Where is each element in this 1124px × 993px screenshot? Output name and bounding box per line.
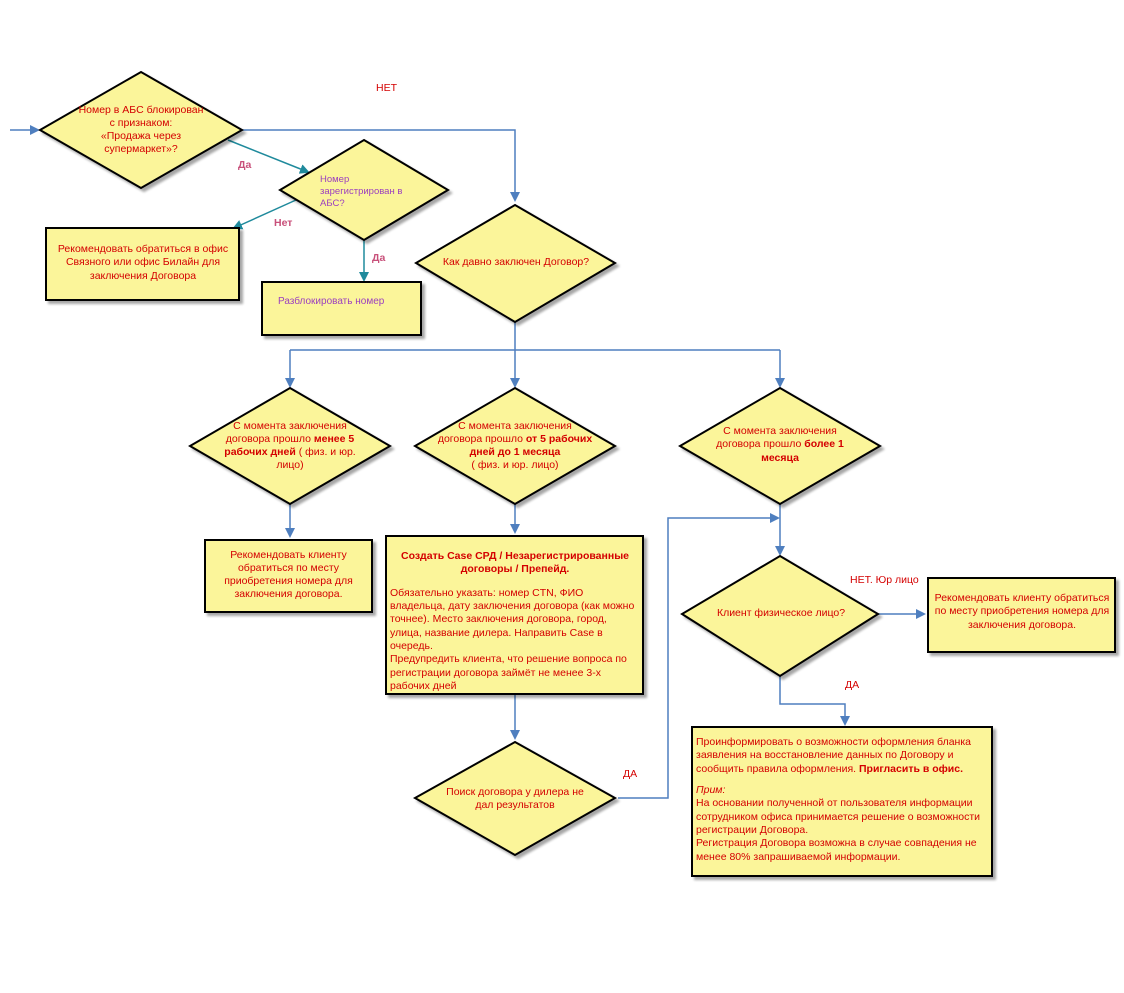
decision-blocked: [37, 70, 245, 190]
text-part: договора прошло: [716, 438, 805, 451]
decision-blocked-text: Номер в АБС блокирован с признаком: «Про…: [70, 100, 212, 160]
box-recommend-place2: [927, 577, 1116, 653]
decision-less5-text: С момента заключения договора прошло мен…: [210, 416, 370, 476]
text-line: по месту приобретения номера для: [934, 605, 1110, 618]
label-net-2: Нет: [274, 217, 293, 229]
label-net-jur: НЕТ. Юр лицо: [850, 574, 919, 586]
text-line: Связного или офис Билайн для: [65, 256, 221, 269]
text-part: ( физ. и юр.: [295, 446, 356, 458]
decision-over1m: [678, 386, 882, 506]
box-recommend-office: [45, 227, 240, 301]
text-line: ( физ. и юр. лицо): [471, 459, 559, 472]
decision-over1m-text: С момента заключения договора прошло бол…: [700, 422, 860, 468]
text-line: Рекомендовать обратиться в офис: [57, 243, 229, 256]
text-line: дал результатов: [475, 799, 555, 811]
label-da-1: Да: [238, 159, 252, 171]
text-line: Номер в АБС блокирован: [78, 103, 204, 116]
label-da-phys: ДА: [845, 679, 860, 691]
shapes: [37, 70, 1116, 877]
text-bold: более 1: [804, 438, 844, 451]
text-line: Разблокировать номер: [278, 295, 385, 307]
text-line: АБС?: [320, 197, 345, 209]
text-line: обратиться по месту: [237, 561, 340, 574]
text-line: Рекомендовать клиенту: [230, 548, 347, 561]
box-inform: [691, 726, 993, 877]
box-inform-text: Проинформировать о возможности оформлени…: [696, 736, 988, 864]
box-recommend-place-text: Рекомендовать клиенту обратиться по мест…: [208, 544, 369, 606]
text-line: «Продажа через: [100, 130, 182, 142]
text-line: Как давно заключен Договор?: [442, 256, 590, 269]
text-line: С момента заключения: [458, 419, 572, 432]
connector-blocked-no: [242, 129, 520, 202]
text-line: супермаркет»?: [104, 143, 178, 156]
box-recommend-place: [204, 539, 373, 613]
connector-registered-no: [232, 199, 297, 230]
box-case: [385, 535, 644, 695]
label-da-dealer: ДА: [623, 768, 638, 780]
connector-howlong-branches: [290, 322, 780, 351]
decision-registered-text: Номер зарегистрирован в АБС?: [320, 172, 430, 212]
decision-5to30: [413, 386, 617, 506]
text-line: Клиент физическое лицо?: [716, 607, 846, 620]
text-line: заключения договора.: [967, 618, 1076, 631]
text-line: заключения договора.: [234, 588, 343, 601]
inform-bold: Пригласить в офис.: [858, 762, 964, 775]
connectors: [10, 125, 926, 799]
case-title: договоры / Препейд.: [460, 563, 570, 576]
case-paragraph: Обязательно указать: номер CTN, ФИО влад…: [390, 586, 635, 652]
decision-physical: [680, 554, 880, 678]
decision-how-long: [414, 203, 617, 324]
connector-blocked-yes: [227, 139, 310, 174]
text-line: заключения Договора: [89, 269, 197, 282]
text-bold: дней до 1 месяца: [469, 446, 561, 458]
box-recommend-office-text: Рекомендовать обратиться в офис Связного…: [50, 232, 236, 294]
box-case-text: Создать Case СРД / Незарегистрированные …: [390, 550, 640, 693]
text-bold: менее 5: [313, 432, 355, 445]
decision-dealer-text: Поиск договора у дилера не дал результат…: [438, 784, 592, 814]
decision-dealer: [412, 740, 618, 857]
text-line: Поиск договора у дилера не: [446, 785, 584, 798]
case-title: Создать Case СРД / Незарегистрированные: [400, 550, 630, 562]
case-paragraph: Предупредить клиента, что решение вопрос…: [390, 653, 627, 692]
text-bold: от 5 рабочих: [525, 432, 593, 445]
text-line: С момента заключения: [233, 419, 347, 432]
decision-physical-text: Клиент физическое лицо?: [708, 604, 854, 624]
decision-less5: [188, 386, 392, 506]
connector-physical-yes: [779, 676, 850, 726]
decision-5to30-text: С момента заключения договора прошло от …: [432, 416, 598, 476]
label-da-2: Да: [372, 252, 386, 264]
box-recommend-place2-text: Рекомендовать клиенту обратиться по мест…: [930, 584, 1114, 640]
decision-registered: [278, 138, 450, 242]
label-net-top: НЕТ: [376, 82, 397, 94]
inform-paragraph: На основании полученной от пользователя …: [696, 797, 981, 836]
text-line: лицо): [276, 459, 304, 472]
box-unblock: [261, 281, 422, 336]
inform-note-label: Прим:: [696, 783, 726, 796]
text-part: договора прошло: [437, 432, 526, 445]
inform-paragraph: Регистрация Договора возможна в случае с…: [696, 837, 977, 863]
box-unblock-text: Разблокировать номер: [278, 290, 418, 314]
decision-how-long-text: Как давно заключен Договор?: [430, 252, 602, 274]
text-line: Рекомендовать клиенту обратиться: [934, 592, 1110, 605]
text-line: зарегистрирован в: [320, 186, 403, 198]
text-bold: месяца: [761, 451, 799, 464]
text-bold: рабочих дней: [224, 446, 296, 458]
text-part: договора прошло: [225, 432, 314, 445]
text-line: с признаком:: [109, 116, 173, 129]
inform-paragraph: Проинформировать о возможности оформлени…: [696, 736, 972, 775]
text-line: Номер: [320, 174, 350, 186]
text-line: С момента заключения: [723, 425, 837, 438]
connector-dealer-yes: [618, 513, 780, 799]
text-line: приобретения номера для: [224, 575, 353, 587]
